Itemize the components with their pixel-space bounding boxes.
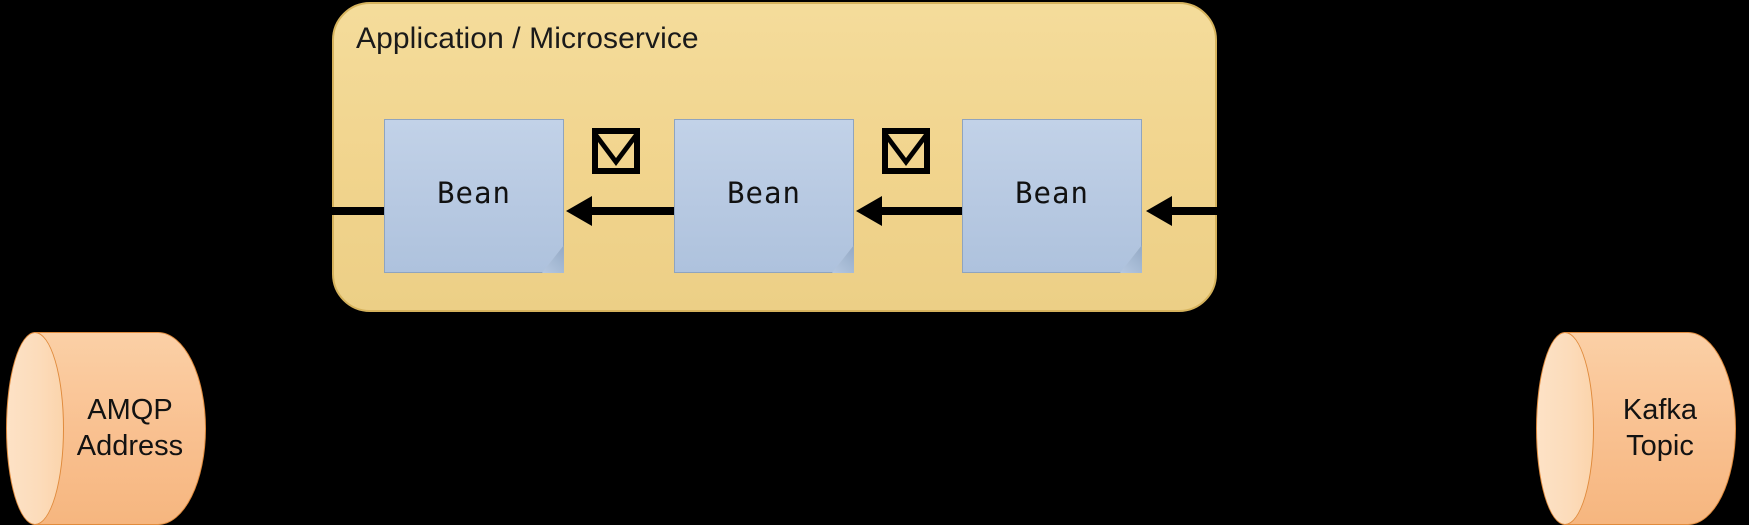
bean-document-shape bbox=[384, 119, 564, 273]
kafka-label-line-2: Topic bbox=[1626, 429, 1694, 462]
kafka-topic-label: Kafka Topic bbox=[1590, 332, 1730, 525]
cylinder-end-cap bbox=[1536, 332, 1594, 525]
kafka-topic-cylinder[interactable]: Kafka Topic bbox=[1536, 332, 1736, 525]
arrow-line-bean2-to-bean1 bbox=[590, 207, 682, 215]
arrow-line-bean3-to-bean2 bbox=[880, 207, 970, 215]
arrow-head-into-bean3 bbox=[1146, 196, 1172, 226]
bean-label: Bean bbox=[727, 176, 801, 210]
bean-label: Bean bbox=[437, 176, 511, 210]
cylinder-end-cap bbox=[6, 332, 64, 525]
amqp-address-label: AMQP Address bbox=[60, 332, 200, 525]
bean-node-3[interactable]: Bean bbox=[962, 119, 1142, 273]
bean-node-1[interactable]: Bean bbox=[384, 119, 564, 273]
bean-node-2[interactable]: Bean bbox=[674, 119, 854, 273]
bean-document-shape bbox=[674, 119, 854, 273]
arrow-line-kafka-to-bean3 bbox=[1170, 207, 1222, 215]
bean-label: Bean bbox=[1015, 176, 1089, 210]
amqp-label-line-2: Address bbox=[76, 429, 184, 462]
kafka-label-line-1: Kafka bbox=[1622, 394, 1698, 427]
arrow-head-into-bean1 bbox=[566, 196, 592, 226]
envelope-icon bbox=[882, 128, 930, 174]
container-title: Application / Microservice bbox=[356, 22, 699, 55]
amqp-label-line-1: AMQP bbox=[87, 394, 173, 427]
envelope-icon-svg bbox=[882, 128, 930, 174]
envelope-icon bbox=[592, 128, 640, 174]
arrow-line-bean1-to-amqp bbox=[330, 207, 392, 215]
bean-document-shape bbox=[962, 119, 1142, 273]
amqp-address-cylinder[interactable]: AMQP Address bbox=[6, 332, 206, 525]
envelope-icon-svg bbox=[592, 128, 640, 174]
arrow-head-into-bean2 bbox=[856, 196, 882, 226]
